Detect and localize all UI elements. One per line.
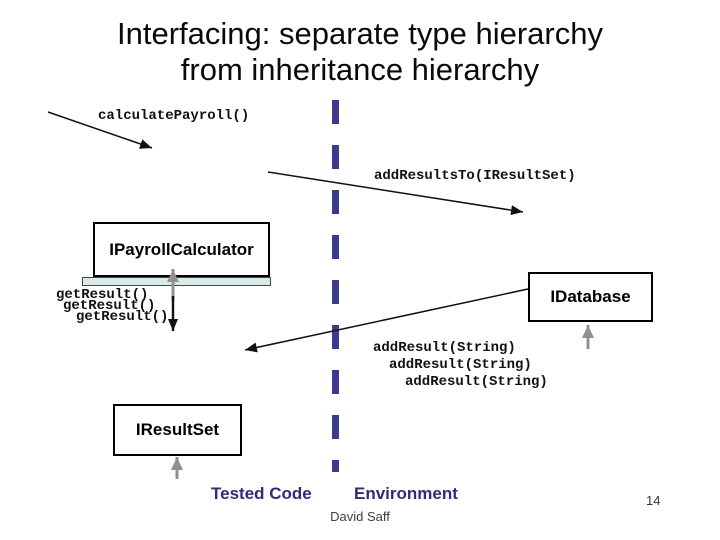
interface-label-ipayrollcalculator: IPayrollCalculator xyxy=(109,239,254,259)
page-number: 14 xyxy=(646,493,661,508)
call-label-add-result-1: addResult(String) xyxy=(373,340,516,356)
call-label-add-results-to: addResultsTo(IResultSet) xyxy=(374,168,576,184)
payroll-calculator-bottom-band xyxy=(82,277,271,286)
interface-label-idatabase: IDatabase xyxy=(550,287,631,306)
call-label-add-result-2: addResult(String) xyxy=(389,357,532,373)
call-label-get-result-2: getResult() xyxy=(63,298,156,314)
call-label-get-result-3: getResult() xyxy=(76,309,169,325)
call-label-get-result-1: getResult() xyxy=(56,287,149,303)
interface-label-iresultset: IResultSet xyxy=(135,420,220,439)
slide-title: Interfacing: separate type hierarchy fro… xyxy=(0,16,720,88)
title-line-2: from inheritance hierarchy xyxy=(180,52,540,87)
interface-box-idatabase: IDatabase xyxy=(528,272,653,322)
author-credit: David Saff xyxy=(330,509,390,524)
tested-vs-environment-divider xyxy=(332,100,339,472)
title-line-1: Interfacing: separate type hierarchy xyxy=(117,16,603,51)
interface-box-ipayrollcalculator: IPayrollCalculator xyxy=(93,222,270,277)
region-label-tested-code: Tested Code xyxy=(211,484,312,503)
interface-box-iresultset: IResultSet xyxy=(113,404,242,456)
region-label-environment: Environment xyxy=(354,484,458,503)
call-label-add-result-3: addResult(String) xyxy=(405,374,548,390)
call-label-calculate-payroll: calculatePayroll() xyxy=(98,108,250,124)
